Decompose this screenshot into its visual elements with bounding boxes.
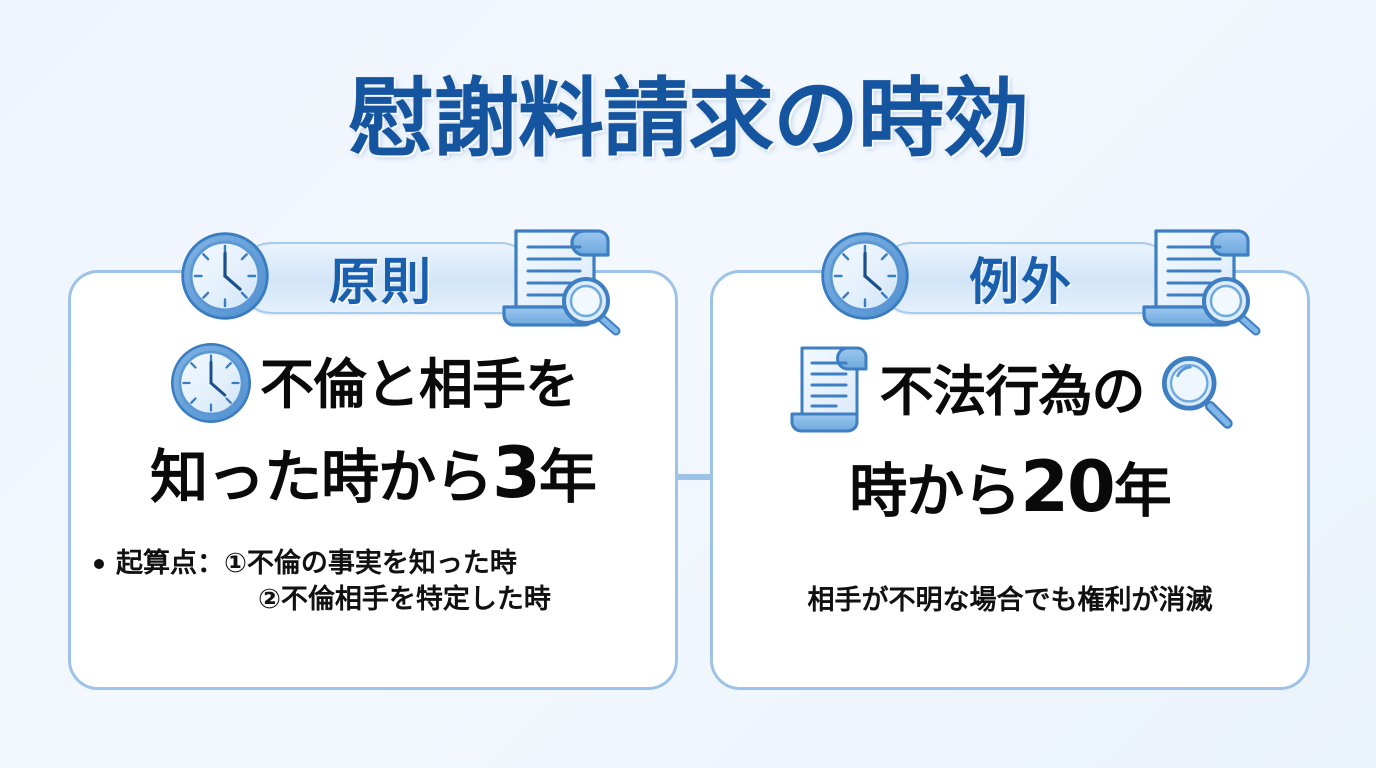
document-magnifier-icon — [1134, 215, 1266, 341]
headline-line1: 不倫と相手を — [260, 352, 579, 416]
bullet-list-principle: 起算点：①不倫の事実を知った時 ②不倫相手を特定した時 — [68, 546, 678, 619]
headline-row-principle: 不倫と相手を — [68, 340, 678, 430]
clock-icon — [818, 229, 912, 327]
headline-row-exception: 不法行為の — [710, 340, 1310, 444]
page-title: 慰謝料請求の時効 — [348, 69, 1029, 169]
header-band-exception: 例外 — [818, 229, 1266, 336]
card-principle — [68, 270, 678, 690]
bullet-dot-icon — [94, 558, 104, 569]
document-magnifier-icon — [494, 215, 626, 341]
headline-line2-number: 3 — [492, 432, 541, 514]
badge-principle: 原則 — [236, 242, 536, 314]
headline-line2: 時から20年 — [710, 449, 1310, 526]
badge-label: 例外 — [969, 253, 1073, 311]
caption-exception: 相手が不明な場合でも権利が消滅 — [807, 584, 1213, 616]
headline-line2-prefix: 知った時から — [150, 443, 493, 511]
card-body-principle: 不倫と相手を 知った時から3年 起算点：①不倫の事実を知った時 ②不倫相手を特定… — [68, 340, 678, 618]
clock-icon — [168, 340, 254, 430]
card-connector — [678, 474, 712, 480]
headline-line2: 知った時から3年 — [68, 435, 678, 512]
headline-line2-prefix: 時から — [849, 457, 1021, 525]
card-body-exception: 不法行為の 時から20年 相手が不明な場合でも権利が消滅 — [710, 340, 1310, 617]
list-item: ②不倫相手を特定した時 — [258, 582, 551, 618]
list-item-label: ②不倫相手を特定した時 — [258, 584, 551, 616]
list-item: 起算点：①不倫の事実を知った時 — [94, 546, 517, 582]
headline-line1: 不法行為の — [879, 359, 1146, 423]
header-band-principle: 原則 — [178, 229, 626, 336]
headline-line2-suffix: 年 — [1113, 457, 1172, 525]
magnifier-icon — [1151, 347, 1237, 437]
badge-label: 原則 — [329, 253, 433, 311]
headline-line2-number: 20 — [1020, 446, 1115, 528]
scroll-icon — [784, 340, 874, 444]
badge-exception: 例外 — [876, 242, 1176, 314]
clock-icon — [178, 229, 272, 327]
headline-line2-suffix: 年 — [538, 443, 597, 511]
list-item-label: 起算点：①不倫の事実を知った時 — [116, 547, 517, 579]
card-exception — [710, 270, 1310, 690]
